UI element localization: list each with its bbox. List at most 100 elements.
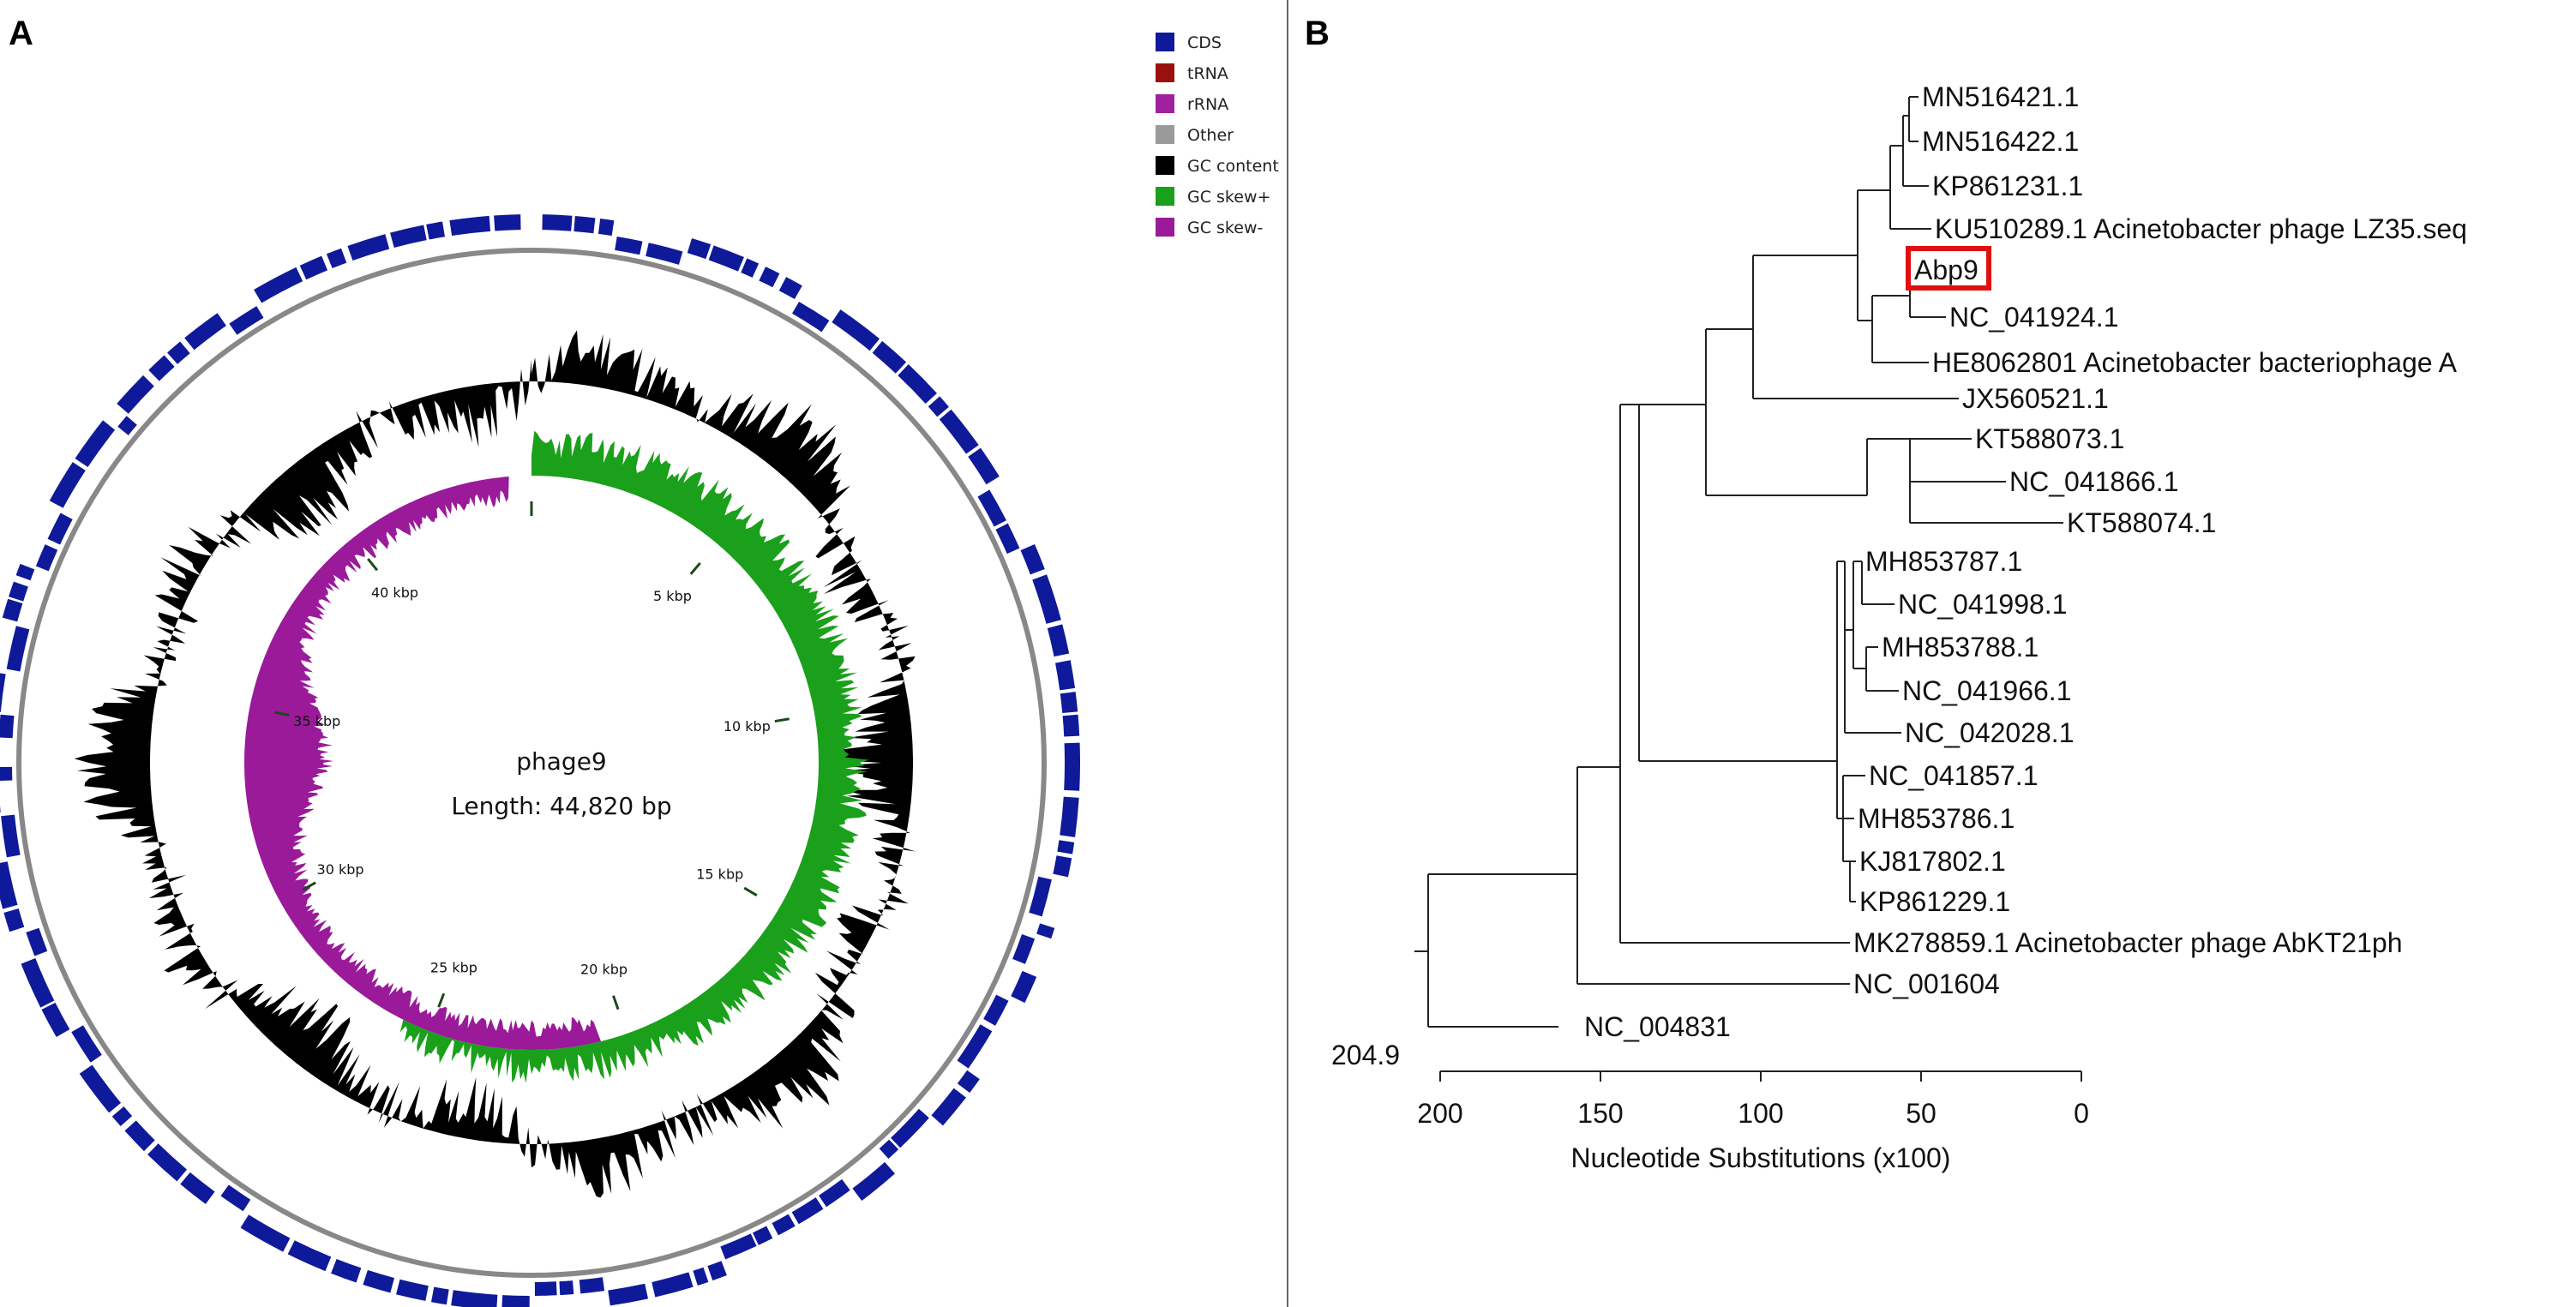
leaf-label: NC_041966.1 bbox=[1902, 675, 2071, 706]
cds-block bbox=[995, 523, 1020, 555]
legend-item-trna: tRNA bbox=[1156, 63, 1228, 83]
cds-block bbox=[0, 805, 1, 812]
leaf-label: MN516422.1 bbox=[1922, 126, 2079, 157]
map-tick-label: 15 kbp bbox=[696, 866, 743, 882]
cds-block bbox=[891, 1108, 929, 1148]
cds-block bbox=[939, 409, 979, 454]
cds-block bbox=[117, 375, 154, 414]
cds-block bbox=[9, 581, 28, 602]
legend-label-trna: tRNA bbox=[1187, 64, 1228, 83]
map-tick-mark bbox=[274, 710, 290, 716]
cds-block bbox=[35, 544, 58, 572]
cds-block bbox=[1060, 692, 1078, 714]
cds-block bbox=[1032, 574, 1061, 624]
leaf-label: NC_041998.1 bbox=[1898, 589, 2067, 620]
cds-block bbox=[1057, 840, 1075, 854]
legend-label-rrna: rRNA bbox=[1187, 95, 1228, 114]
cds-block bbox=[778, 277, 802, 300]
leaf-label: MK278859.1 Acinetobacter phage AbKT21ph bbox=[1853, 927, 2402, 958]
cds-block bbox=[180, 1172, 215, 1204]
phylogenetic-tree: MN516421.1 MN516422.1 KP861231.1 KU51028… bbox=[1331, 81, 2467, 1070]
cds-block bbox=[240, 1214, 291, 1252]
legend-label-cds: CDS bbox=[1187, 33, 1222, 52]
leaf-label: MH853788.1 bbox=[1882, 632, 2039, 662]
axis-tick-label: 150 bbox=[1577, 1098, 1623, 1129]
axis-tick-label: 200 bbox=[1417, 1098, 1462, 1129]
leaf-label: MH853787.1 bbox=[1865, 546, 2022, 577]
cds-block bbox=[957, 1070, 980, 1094]
cds-block bbox=[347, 234, 390, 261]
cds-block bbox=[608, 1283, 649, 1306]
axis-title: Nucleotide Substitutions (x100) bbox=[1571, 1142, 1951, 1173]
legend-swatch-rrna bbox=[1156, 94, 1174, 113]
leaf-label: KP861231.1 bbox=[1932, 171, 2083, 201]
tree-branches bbox=[1414, 96, 2063, 1028]
cds-block bbox=[147, 1143, 188, 1182]
cds-block bbox=[772, 1214, 796, 1236]
map-tick-label: 20 kbp bbox=[580, 962, 627, 978]
cds-block bbox=[167, 341, 190, 364]
cds-block bbox=[331, 1258, 362, 1283]
cds-block bbox=[652, 1272, 694, 1298]
cds-block bbox=[6, 626, 30, 672]
legend-item-gc-skew-minus: GC skew- bbox=[1156, 218, 1263, 237]
gc-content-track bbox=[74, 330, 916, 1198]
cds-block bbox=[117, 416, 137, 435]
legend-swatch-trna bbox=[1156, 63, 1174, 82]
panel-b-letter: B bbox=[1305, 15, 1330, 52]
cds-block bbox=[15, 563, 35, 581]
map-tick-label: 5 kbp bbox=[653, 588, 692, 604]
legend-item-other: Other bbox=[1156, 125, 1234, 145]
map-tick-mark bbox=[743, 886, 758, 897]
cds-block bbox=[396, 1279, 429, 1301]
cds-block bbox=[707, 1261, 727, 1281]
cds-block bbox=[879, 1139, 899, 1160]
map-tick-mark bbox=[367, 558, 379, 572]
cds-block bbox=[426, 221, 445, 240]
leaf-label: KT588074.1 bbox=[2067, 507, 2216, 538]
cds-block bbox=[1, 814, 21, 858]
leaf-label: MN516421.1 bbox=[1922, 81, 2079, 112]
cds-block bbox=[501, 1295, 530, 1307]
cds-block bbox=[615, 237, 643, 255]
legend-swatch-cds bbox=[1156, 33, 1174, 51]
cds-block bbox=[1020, 544, 1045, 575]
tree-leaf-labels: MN516421.1 MN516422.1 KP861231.1 KU51028… bbox=[1584, 81, 2467, 1042]
cds-block bbox=[148, 355, 175, 381]
cds-block bbox=[1029, 876, 1052, 917]
leaf-label: KP861229.1 bbox=[1859, 886, 2010, 917]
cds-block bbox=[931, 1088, 966, 1126]
leaf-label: NC_041857.1 bbox=[1869, 760, 2038, 791]
cds-block bbox=[3, 908, 25, 932]
cds-block bbox=[254, 267, 303, 303]
cds-block bbox=[49, 462, 86, 508]
genome-length: Length: 44,820 bp bbox=[451, 792, 671, 820]
leaf-label-abp9: Abp9 bbox=[1914, 255, 1979, 285]
map-tick-mark bbox=[437, 992, 446, 1008]
cds-block bbox=[791, 1197, 824, 1225]
legend-swatch-gc-skew-plus bbox=[1156, 187, 1174, 206]
panel-b: B bbox=[1305, 15, 2467, 1173]
axis-tick-label: 100 bbox=[1738, 1098, 1783, 1129]
cds-block bbox=[1060, 796, 1079, 837]
map-tick-mark bbox=[612, 995, 620, 1010]
cds-block bbox=[872, 340, 907, 374]
cds-block bbox=[220, 1184, 251, 1212]
legend-label-gc-skew-minus: GC skew- bbox=[1187, 219, 1263, 237]
legend-item-rrna: rRNA bbox=[1156, 94, 1228, 114]
legend-swatch-gc-content bbox=[1156, 156, 1174, 175]
leaf-label: NC_041924.1 bbox=[1949, 302, 2118, 333]
cds-block bbox=[708, 245, 744, 272]
panel-a: A CDS tRNA rRNA Other GC content bbox=[0, 15, 1279, 1307]
map-tick-mark bbox=[302, 881, 316, 891]
cds-block bbox=[1055, 660, 1076, 691]
cds-block bbox=[968, 447, 1000, 485]
cds-block bbox=[75, 420, 116, 467]
backbone-ring bbox=[16, 248, 1047, 1278]
cds-block bbox=[573, 216, 596, 234]
cds-block bbox=[0, 861, 18, 909]
cds-block bbox=[494, 214, 521, 231]
